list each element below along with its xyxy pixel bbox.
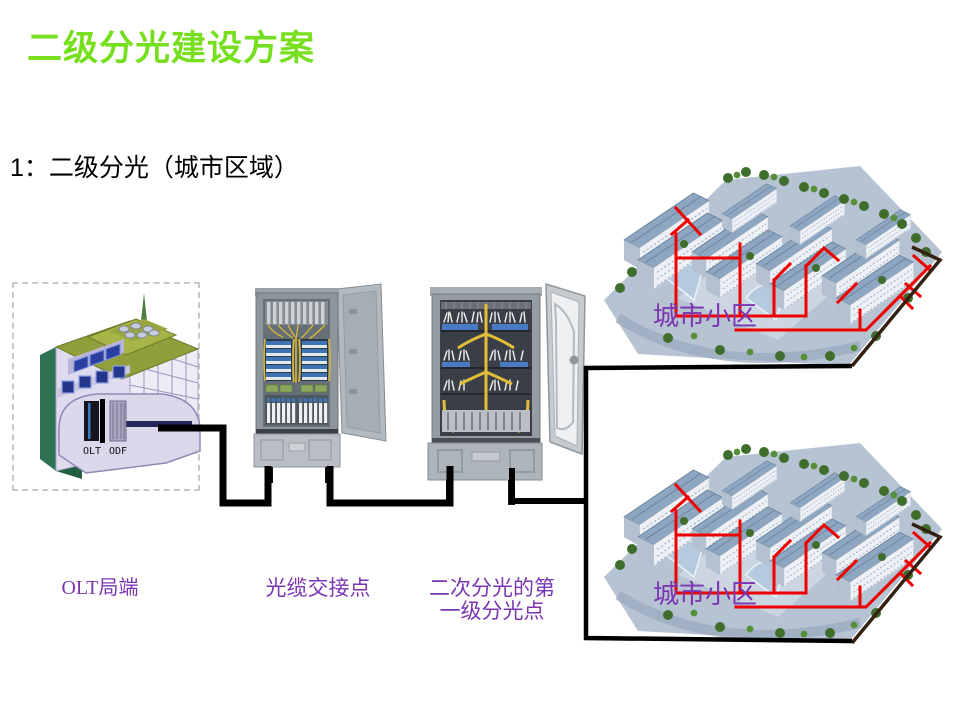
odf-rack-icon xyxy=(109,400,127,442)
antenna-icon xyxy=(141,293,147,321)
community-top-illustration xyxy=(598,148,946,376)
rooftop-vents-icon xyxy=(118,322,160,339)
slide-title: 二级分光建设方案 xyxy=(27,29,316,68)
door-lock-icon xyxy=(569,355,579,365)
olt-rack-label: OLT xyxy=(83,446,101,457)
olt-dashed-box xyxy=(12,282,200,491)
olt-rack-icon xyxy=(84,401,99,441)
cabinet-first-split-illustration xyxy=(427,282,586,505)
community-bottom-illustration xyxy=(598,425,946,653)
first-split-label-line2: 一级分光点 xyxy=(439,599,545,623)
olt-building-illustration: OLT ODF xyxy=(40,293,201,479)
first-split-label: 二次分光的第 一级分光点 xyxy=(420,577,564,623)
fiber-cable xyxy=(122,421,192,427)
cross-connect-label: 光缆交接点 xyxy=(265,576,371,600)
slide-subtitle: 1：二级分光（城市区域） xyxy=(10,154,299,182)
odf-rack-label: ODF xyxy=(109,446,127,457)
olt-site-label: OLT局端 xyxy=(61,577,139,599)
community-top-label: 城市小区 xyxy=(652,302,757,331)
community-bottom-label: 城市小区 xyxy=(652,580,757,609)
equipment-room-cutaway xyxy=(58,393,201,474)
first-split-label-line1: 二次分光的第 xyxy=(429,576,555,600)
cabinet-cross-connect-illustration xyxy=(253,283,387,483)
